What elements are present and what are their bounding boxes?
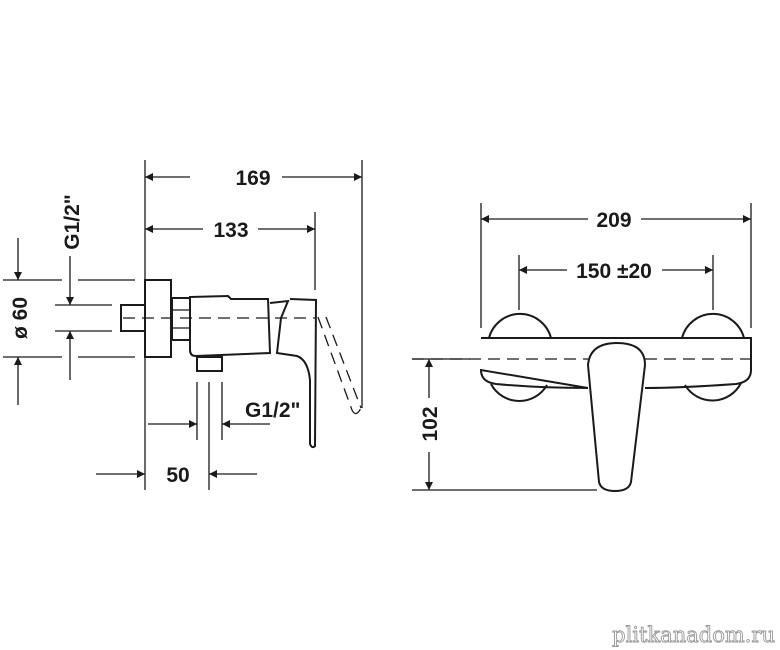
watermark: plitkanadom.ru [612,623,775,647]
lever-handle [269,298,318,449]
mixer-body [479,337,752,389]
front-view: 209 150 ±20 102 [412,203,752,493]
right-escutcheon [681,312,745,339]
dim-rosette-diameter: ø 60 [9,297,32,339]
mixer-body [189,294,272,358]
dim-outlet-offset: 50 [166,464,189,487]
dim-lever-depth: 133 [213,219,248,242]
dim-total-depth: 169 [235,167,270,190]
lever-open-position [317,316,362,415]
right-escutcheon [684,382,742,402]
outlet [196,356,223,372]
left-escutcheon [488,312,552,339]
left-escutcheon [490,383,548,402]
dim-outlet-thread: G1/2" [245,399,300,422]
side-view: 169 133 ø 60 G1/2" G1/2" 50 [3,160,363,490]
lever-handle [586,341,647,493]
dim-inlet-thread: G1/2" [61,194,84,249]
dim-height: 102 [419,406,442,441]
dim-center-distance: 150 ±20 [576,260,652,283]
nut [171,297,191,341]
dim-total-width: 209 [596,209,631,232]
